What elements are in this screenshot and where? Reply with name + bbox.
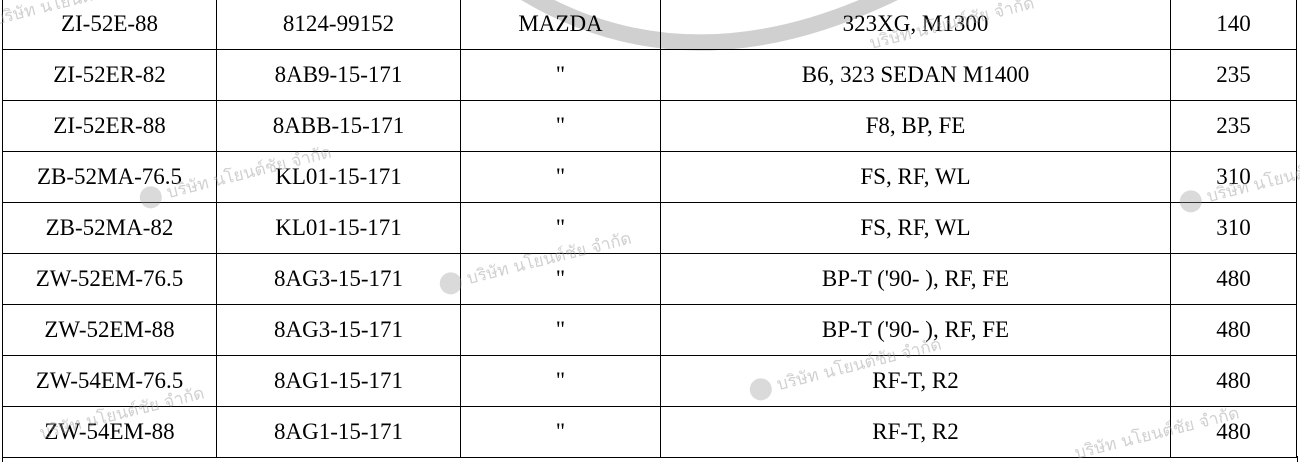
price-cell: 310	[1170, 151, 1297, 203]
application-cell: BP-T ('90- ), RF, FE	[660, 304, 1171, 356]
table-row: ZW-52EM-88 8AG3-15-171 " BP-T ('90- ), R…	[2, 304, 1297, 356]
oem-number-cell: 8ABB-15-171	[216, 100, 461, 152]
oem-number-cell: KL01-15-171	[216, 202, 461, 254]
part-number-cell: ZI-52E-88	[2, 0, 217, 50]
table-row: ZW-54EM-88 8AG1-15-171 " RF-T, R2 480	[2, 406, 1297, 458]
application-cell: 323XG, M1300	[660, 0, 1171, 50]
price-cell: 310	[1170, 202, 1297, 254]
part-number-cell: ZB-52MA-82	[2, 202, 217, 254]
brand-cell: "	[460, 100, 661, 152]
price-cell: 480	[1170, 304, 1297, 356]
application-cell: BP-T ('90- ), RF, FE	[660, 253, 1171, 305]
price-cell: 235	[1170, 100, 1297, 152]
brand-cell: MAZDA	[460, 0, 661, 50]
parts-table-body: ZI-52E-88 8124-99152 MAZDA 323XG, M1300 …	[2, 0, 1297, 458]
price-cell: 480	[1170, 253, 1297, 305]
next-row-border	[2, 456, 1298, 462]
brand-cell: "	[460, 304, 661, 356]
part-number-cell: ZB-52MA-76.5	[2, 151, 217, 203]
table-row: ZB-52MA-76.5 KL01-15-171 " FS, RF, WL 31…	[2, 151, 1297, 203]
table-row: ZI-52ER-88 8ABB-15-171 " F8, BP, FE 235	[2, 100, 1297, 152]
oem-number-cell: 8124-99152	[216, 0, 461, 50]
part-number-cell: ZI-52ER-88	[2, 100, 217, 152]
part-number-cell: ZW-54EM-88	[2, 406, 217, 458]
table-row: ZI-52E-88 8124-99152 MAZDA 323XG, M1300 …	[2, 0, 1297, 50]
application-cell: B6, 323 SEDAN M1400	[660, 49, 1171, 101]
brand-cell: "	[460, 406, 661, 458]
parts-table: ZI-52E-88 8124-99152 MAZDA 323XG, M1300 …	[2, 0, 1297, 458]
application-cell: FS, RF, WL	[660, 151, 1171, 203]
application-cell: FS, RF, WL	[660, 202, 1171, 254]
oem-number-cell: 8AG1-15-171	[216, 355, 461, 407]
oem-number-cell: 8AB9-15-171	[216, 49, 461, 101]
brand-cell: "	[460, 253, 661, 305]
brand-cell: "	[460, 49, 661, 101]
brand-cell: "	[460, 151, 661, 203]
price-cell: 140	[1170, 0, 1297, 50]
oem-number-cell: 8AG1-15-171	[216, 406, 461, 458]
application-cell: F8, BP, FE	[660, 100, 1171, 152]
oem-number-cell: KL01-15-171	[216, 151, 461, 203]
brand-cell: "	[460, 202, 661, 254]
table-row: ZB-52MA-82 KL01-15-171 " FS, RF, WL 310	[2, 202, 1297, 254]
oem-number-cell: 8AG3-15-171	[216, 304, 461, 356]
brand-cell: "	[460, 355, 661, 407]
oem-number-cell: 8AG3-15-171	[216, 253, 461, 305]
price-cell: 235	[1170, 49, 1297, 101]
table-row: ZI-52ER-82 8AB9-15-171 " B6, 323 SEDAN M…	[2, 49, 1297, 101]
part-number-cell: ZW-54EM-76.5	[2, 355, 217, 407]
part-number-cell: ZW-52EM-88	[2, 304, 217, 356]
table-row: ZW-52EM-76.5 8AG3-15-171 " BP-T ('90- ),…	[2, 253, 1297, 305]
part-number-cell: ZW-52EM-76.5	[2, 253, 217, 305]
price-cell: 480	[1170, 355, 1297, 407]
table-row: ZW-54EM-76.5 8AG1-15-171 " RF-T, R2 480	[2, 355, 1297, 407]
application-cell: RF-T, R2	[660, 406, 1171, 458]
part-number-cell: ZI-52ER-82	[2, 49, 217, 101]
application-cell: RF-T, R2	[660, 355, 1171, 407]
price-cell: 480	[1170, 406, 1297, 458]
